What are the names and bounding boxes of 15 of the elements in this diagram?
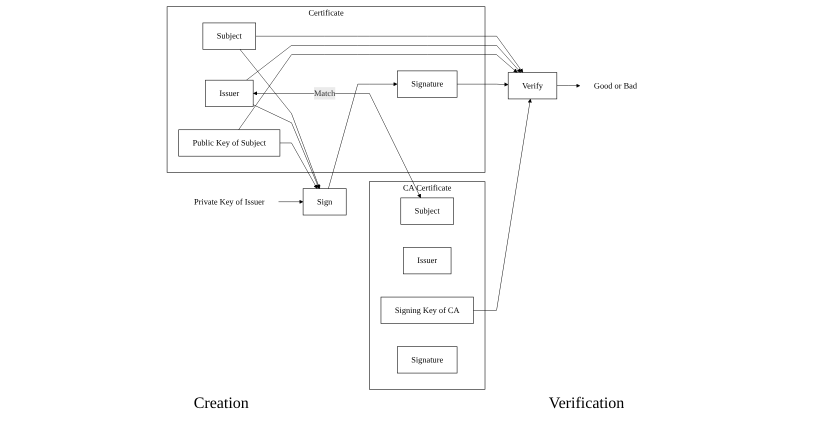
node-box: Signing Key of CA	[380, 296, 474, 324]
node-text: Private Key of Issuer	[194, 196, 265, 206]
edge-label: Match	[314, 88, 336, 98]
node-box: Issuer	[403, 246, 452, 274]
phase-label: Verification	[548, 395, 624, 413]
phase-label: Creation	[194, 395, 249, 413]
node-box: Subject	[400, 197, 454, 224]
node-box: Signature	[397, 346, 458, 373]
node-box: Issuer	[205, 79, 254, 106]
node-text: Good or Bad	[594, 80, 638, 90]
node-box: Signature	[397, 70, 458, 98]
node-box: Public Key of Subject	[178, 128, 280, 156]
node-box: Subject	[202, 22, 256, 50]
node-box: Verify	[508, 72, 558, 99]
node-box: Sign	[302, 188, 346, 215]
